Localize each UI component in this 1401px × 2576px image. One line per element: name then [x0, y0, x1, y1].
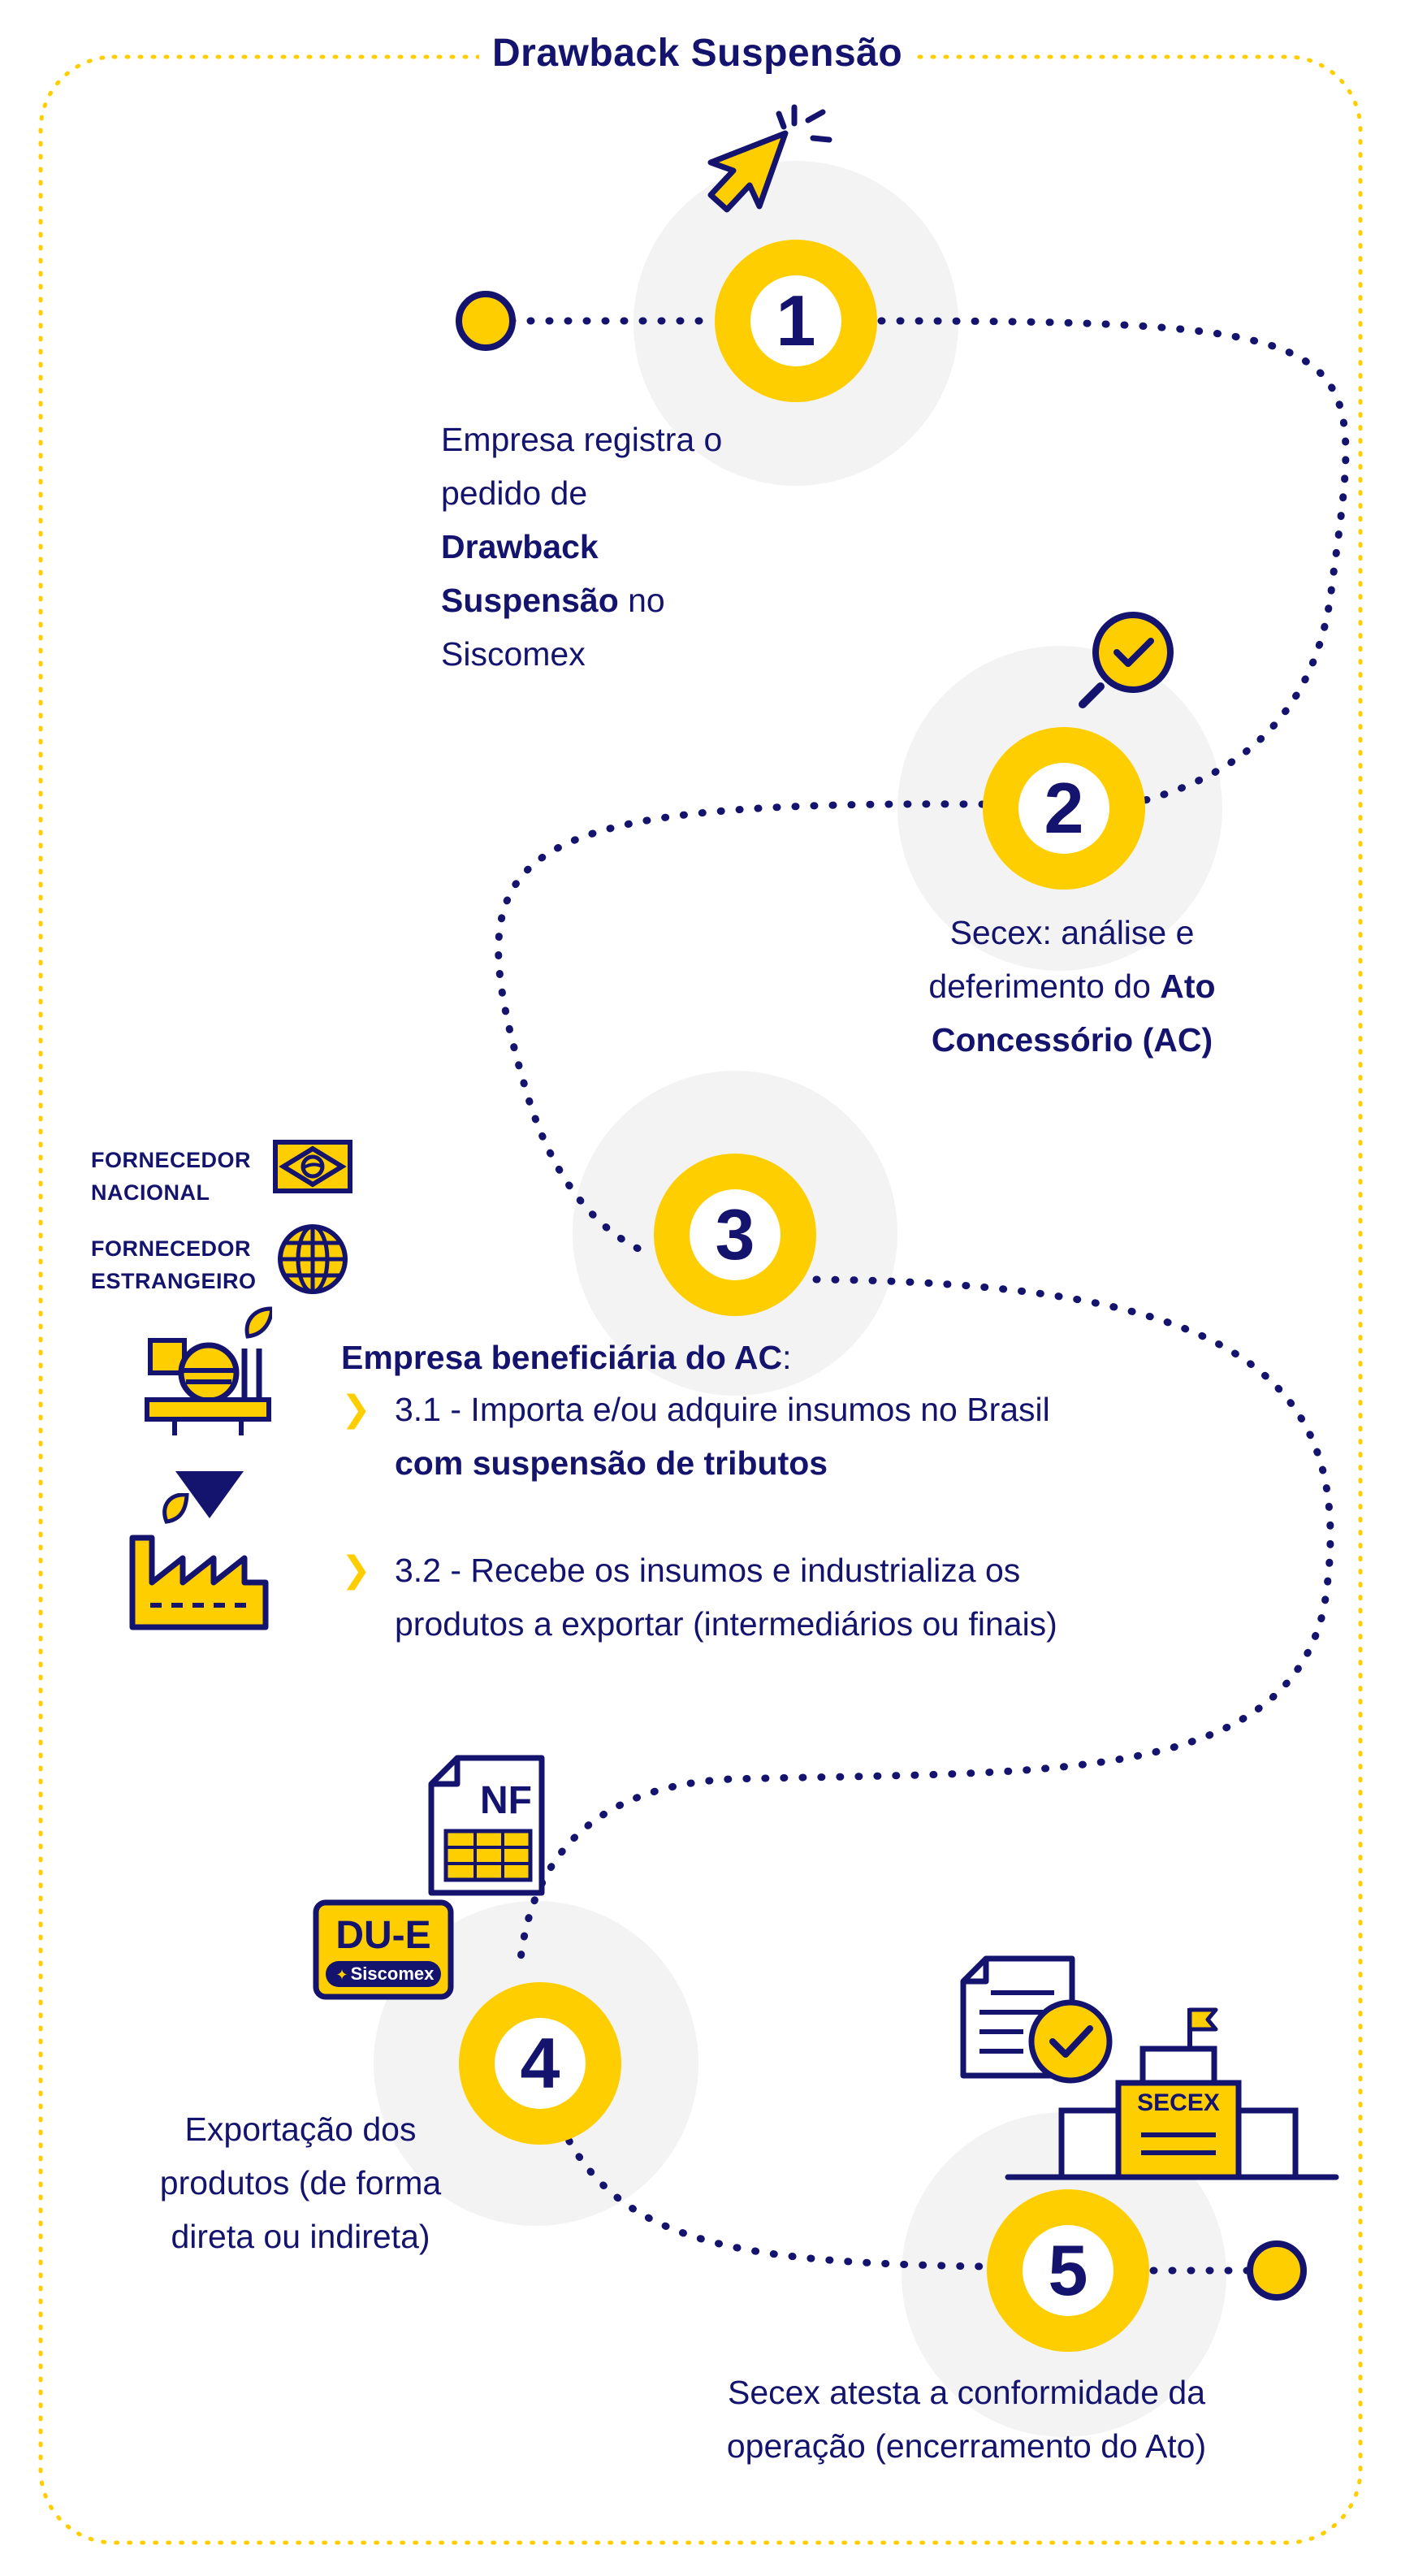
- globe-icon: [278, 1224, 348, 1294]
- text-line: produtos (de forma: [106, 2156, 495, 2210]
- secex-building-icon: SECEX: [1005, 2007, 1339, 2180]
- text-span: deferimento do: [928, 968, 1161, 1005]
- step-5-description: Secex atesta a conformidade da operação (…: [633, 2366, 1299, 2473]
- text-line: Concessório (AC): [861, 1013, 1283, 1067]
- step-4-number: 4: [495, 2018, 586, 2109]
- step-5-number: 5: [1023, 2225, 1113, 2316]
- text-line: Siscomex: [441, 627, 863, 681]
- step-2-number: 2: [1018, 763, 1109, 854]
- text-span: Secex atesta a conformidade da: [727, 2374, 1206, 2411]
- chevron-right-icon: ❯: [341, 1550, 371, 1590]
- step-3-items: ❯ 3.1 - Importa e/ou adquire insumos no …: [341, 1383, 1275, 1651]
- step-3-number: 3: [690, 1189, 780, 1280]
- step-4-badge: 4: [459, 1982, 621, 2145]
- step-3-item-2: ❯ 3.2 - Recebe os insumos e industrializ…: [341, 1543, 1275, 1651]
- down-arrow-icon: [175, 1471, 244, 1518]
- svg-text:✦: ✦: [335, 1967, 348, 1984]
- text-line: operação (encerramento do Ato): [633, 2419, 1299, 2473]
- bold-text: Drawback: [441, 528, 599, 565]
- text-line: deferimento do Ato: [861, 959, 1283, 1013]
- step-3-item-2-text: 3.2 - Recebe os insumos e industrializa …: [395, 1543, 1057, 1651]
- text-span: produtos a exportar (intermediários ou f…: [395, 1605, 1057, 1643]
- text-span: pedido de: [441, 474, 588, 512]
- due-label: DU-E: [335, 1914, 430, 1957]
- text-span: Exportação dos: [184, 2111, 417, 2148]
- text-span: 3.1 - Importa e/ou adquire insumos no Br…: [395, 1391, 1050, 1428]
- text-line: produtos a exportar (intermediários ou f…: [395, 1597, 1057, 1651]
- text-line: Empresa registra o: [441, 413, 863, 466]
- due-siscomex-card-icon: DU-E ✦ Siscomex: [313, 1899, 454, 2000]
- text-line: Exportação dos: [106, 2102, 495, 2156]
- magnifier-check-icon: [1079, 612, 1174, 708]
- text-span: direta ou indireta): [171, 2218, 430, 2255]
- step-3-item-1: ❯ 3.1 - Importa e/ou adquire insumos no …: [341, 1383, 1275, 1490]
- text-line: Suspensão no: [441, 574, 863, 627]
- text-span: operação (encerramento do Ato): [726, 2427, 1207, 2465]
- text-span: no: [618, 582, 665, 619]
- text-span: Siscomex: [441, 635, 586, 673]
- text-line: Drawback: [441, 520, 863, 574]
- brazil-flag-icon: [273, 1140, 352, 1193]
- factory-icon: [129, 1493, 269, 1630]
- step-1-badge: 1: [715, 240, 877, 402]
- text-line: Secex: análise e: [861, 906, 1283, 959]
- step-5-badge: 5: [987, 2189, 1149, 2352]
- bold-text: Suspensão: [441, 582, 619, 619]
- text-span: produtos (de forma: [159, 2164, 442, 2202]
- step-4-description: Exportação dos produtos (de forma direta o…: [106, 2102, 495, 2263]
- text-span: Empresa registra o: [441, 421, 723, 458]
- cursor-click-icon: [707, 104, 832, 213]
- bold-text: Concessório (AC): [931, 1021, 1213, 1059]
- chevron-right-icon: ❯: [341, 1389, 371, 1429]
- page-title: Drawback Suspensão: [479, 31, 916, 76]
- text-span: 3.2 - Recebe os insumos e industrializa …: [395, 1552, 1021, 1589]
- text-line: com suspensão de tributos: [395, 1436, 1050, 1490]
- text-line: pedido de: [441, 466, 863, 520]
- text-line: Secex atesta a conformidade da: [633, 2366, 1299, 2419]
- secex-label: SECEX: [1137, 2089, 1220, 2116]
- text-line: direta ou indireta): [106, 2210, 495, 2263]
- step-3-heading: Empresa beneficiária do AC:: [341, 1339, 792, 1376]
- bold-text: Ato: [1160, 968, 1216, 1005]
- industrial-plant-icon: [145, 1306, 272, 1435]
- invoice-nf-icon: NF: [428, 1755, 545, 1896]
- text-span: Secex: análise e: [949, 914, 1195, 951]
- siscomex-label: Siscomex: [351, 1963, 435, 1984]
- step-3-item-1-text: 3.1 - Importa e/ou adquire insumos no Br…: [395, 1383, 1050, 1490]
- bold-text: com suspensão de tributos: [395, 1444, 828, 1482]
- step-2-badge: 2: [983, 727, 1145, 890]
- text-line: 3.1 - Importa e/ou adquire insumos no Br…: [395, 1383, 1050, 1436]
- nf-label: NF: [480, 1779, 532, 1822]
- text-line: 3.2 - Recebe os insumos e industrializa …: [395, 1543, 1057, 1597]
- step-3-badge: 3: [654, 1154, 816, 1316]
- step-1-number: 1: [750, 275, 841, 366]
- document-check-icon: [960, 1955, 1113, 2084]
